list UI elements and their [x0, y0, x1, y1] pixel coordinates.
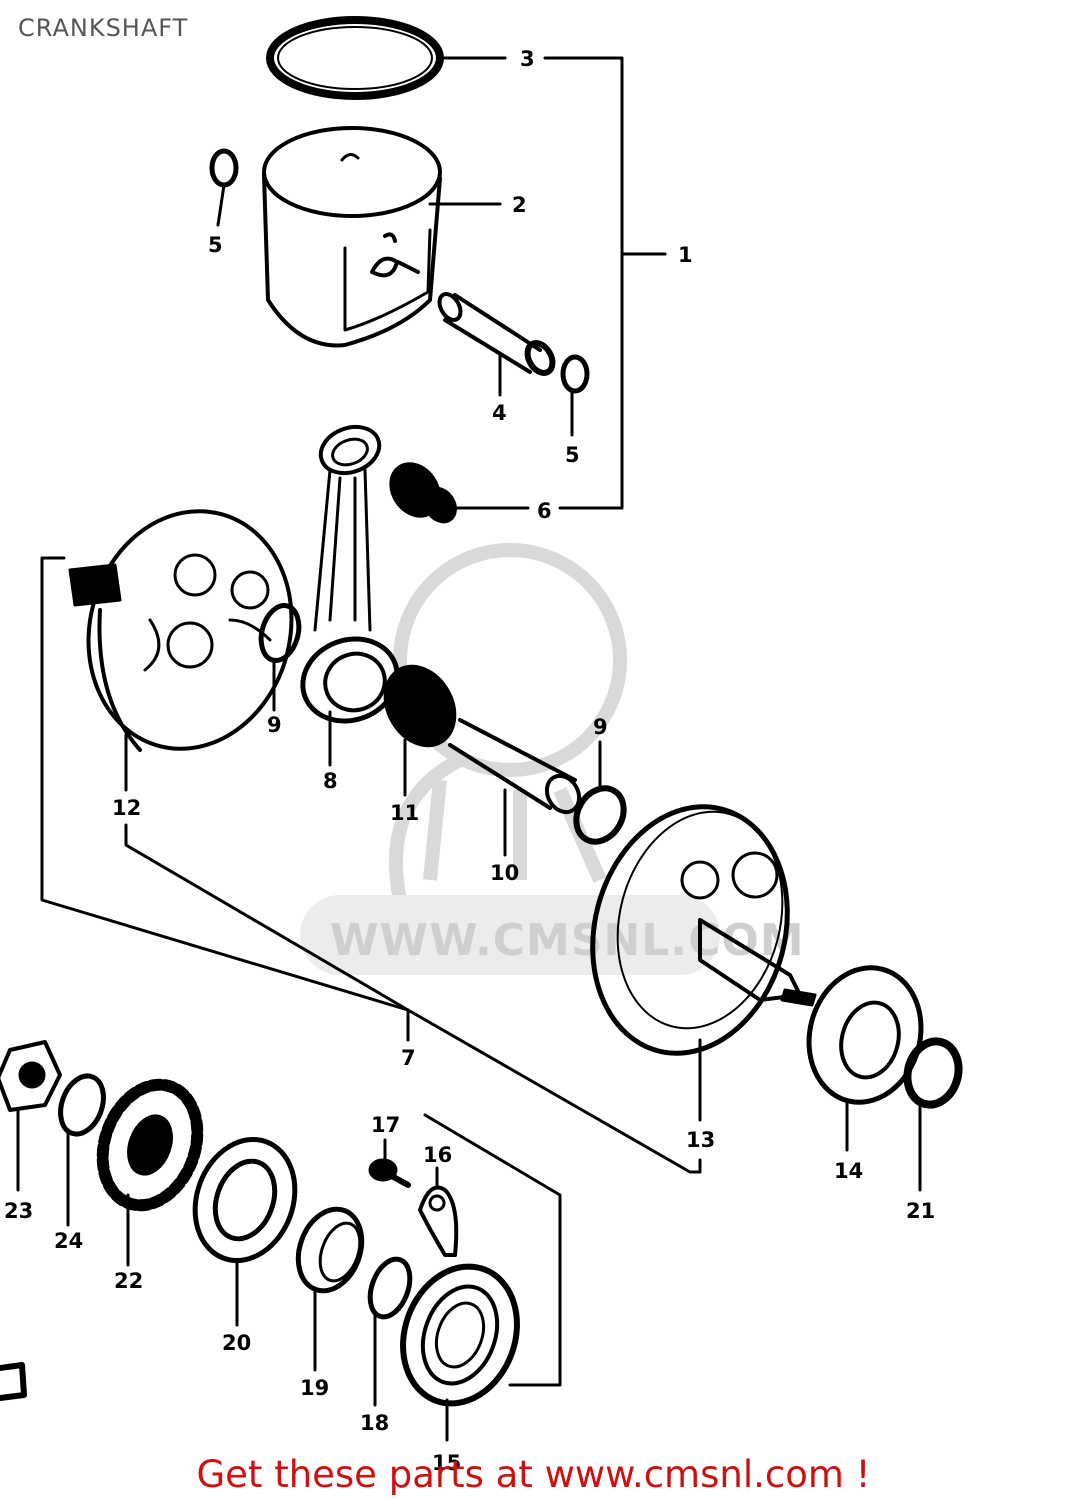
leader-lines [16, 56, 922, 1442]
callout-9b: 9 [593, 715, 608, 739]
piston-pin-clip [209, 148, 239, 188]
callout-20: 20 [222, 1331, 251, 1355]
needle-bearing-big-end [383, 664, 457, 748]
callout-10: 10 [490, 861, 519, 885]
callout-5b: 5 [565, 443, 580, 467]
callout-15: 15 [432, 1451, 461, 1475]
callout-5a: 5 [208, 233, 223, 257]
callout-18: 18 [360, 1411, 389, 1435]
watermark-text: WWW.CMSNL.COM [330, 915, 805, 966]
callout-12: 12 [112, 796, 141, 820]
piston-ring [266, 16, 444, 100]
bearing-retainer [418, 1185, 459, 1257]
piston-pin [437, 292, 556, 376]
page-title: CRANKSHAFT [18, 14, 189, 42]
piston [262, 126, 442, 348]
callout-8: 8 [323, 769, 338, 793]
callout-19: 19 [300, 1376, 329, 1400]
seal-small-right [903, 1037, 963, 1109]
callout-23: 23 [4, 1199, 33, 1223]
thrust-washer [258, 603, 302, 663]
callout-9a: 9 [267, 713, 282, 737]
footer-link[interactable]: Get these parts at www.cmsnl.com ! [196, 1453, 871, 1496]
cropped-part-fragment [0, 1362, 27, 1401]
spacer [295, 1206, 365, 1294]
callout-1: 1 [678, 243, 693, 267]
watermark [300, 543, 720, 975]
needle-bearing-small-end [389, 462, 457, 524]
crank-bearing [400, 1263, 520, 1407]
callout-17: 17 [371, 1113, 400, 1137]
crank-half-right [590, 804, 817, 1056]
callout-21: 21 [906, 1199, 935, 1223]
connecting-rod [300, 424, 400, 724]
washer [58, 1073, 106, 1137]
callout-24: 24 [54, 1229, 83, 1253]
o-ring [367, 1256, 413, 1320]
callout-7: 7 [401, 1046, 416, 1070]
callout-11: 11 [390, 801, 419, 825]
screw [368, 1158, 411, 1188]
callout-13: 13 [686, 1128, 715, 1152]
oil-seal-left [192, 1136, 298, 1264]
thrust-washer [573, 785, 627, 845]
piston-pin-clip [560, 354, 590, 394]
callout-6: 6 [537, 499, 552, 523]
crank-pin [448, 718, 582, 815]
callout-2: 2 [512, 193, 527, 217]
callout-14: 14 [834, 1159, 863, 1183]
callout-4: 4 [492, 401, 507, 425]
callout-labels: 1 2 3 4 5 5 6 7 8 9 9 10 11 12 13 14 15 … [4, 47, 935, 1475]
crank-half-left [68, 509, 294, 752]
callout-3: 3 [520, 47, 535, 71]
callout-16: 16 [423, 1143, 452, 1167]
crank-nut [0, 1040, 62, 1112]
callout-22: 22 [114, 1269, 143, 1293]
